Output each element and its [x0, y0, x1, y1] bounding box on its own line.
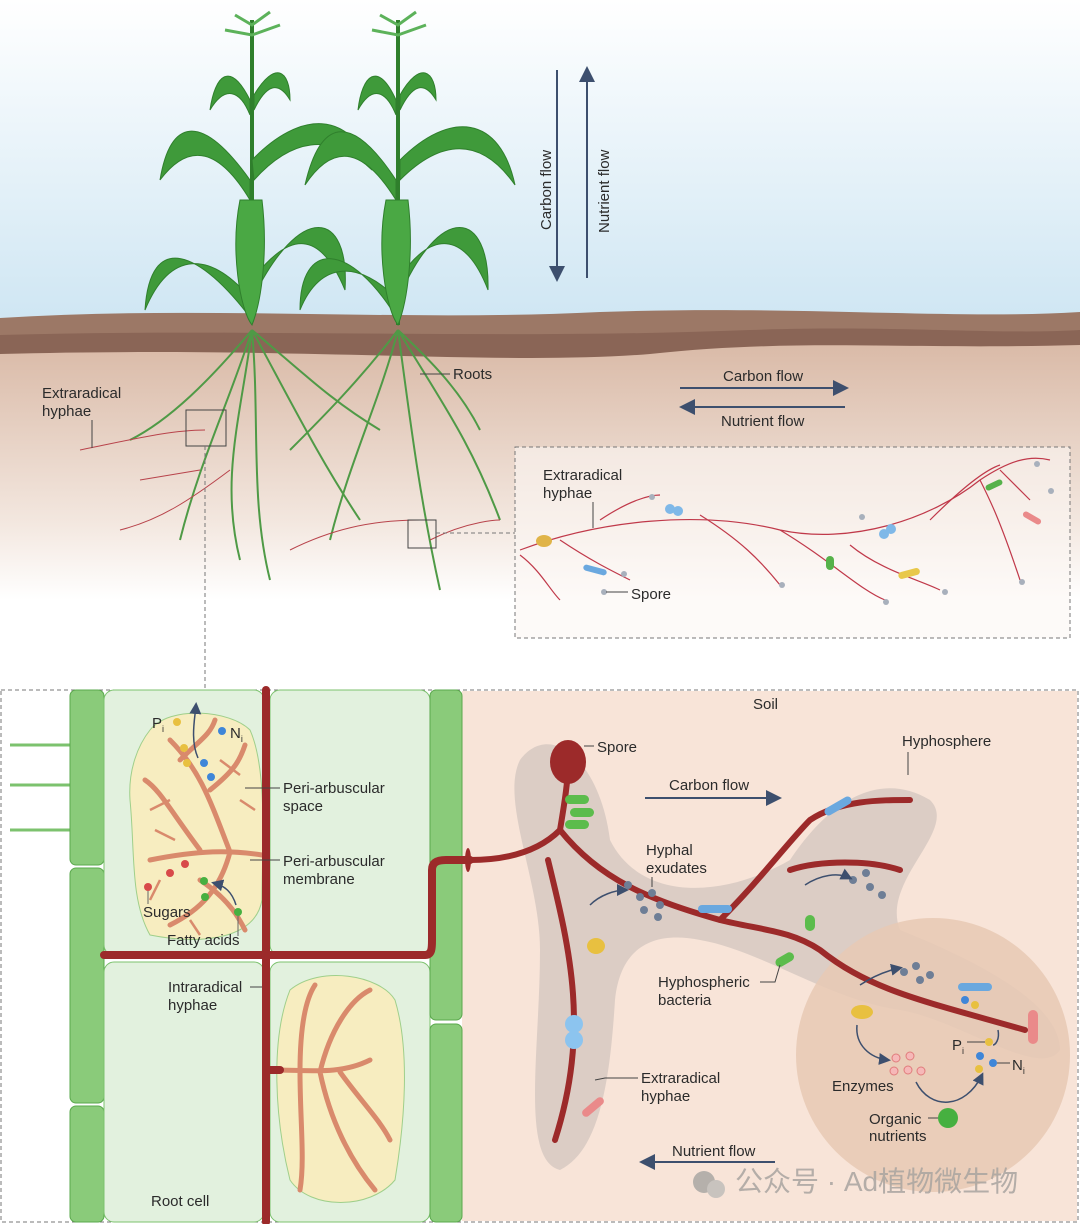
- roots: [129, 329, 501, 591]
- hyphae-inset: [514, 446, 1071, 639]
- organic-nutrients-label: Organic: [869, 1111, 922, 1128]
- zoom-box-root: [185, 409, 227, 447]
- vertical-nutrient-flow-label: Nutrient flow: [596, 149, 613, 233]
- molecules-arbuscule: [144, 702, 242, 936]
- hyphosphere-label: Hyphosphere: [902, 733, 991, 750]
- arbuscule-lower: [269, 975, 405, 1203]
- extraradical-hyphae-label-bottom: Extraradical: [641, 1070, 720, 1087]
- watermark: 公众号 · Ad植物微生物: [693, 1166, 1018, 1198]
- bacteria-and-exudates: [565, 795, 1038, 1128]
- fatty-acids-label: Fatty acids: [167, 932, 240, 949]
- enzyme-zone: [796, 918, 1070, 1192]
- svg-text:membrane: membrane: [283, 871, 355, 888]
- svg-text:hyphae: hyphae: [168, 997, 217, 1014]
- soil-label: Soil: [753, 696, 778, 713]
- svg-text:bacteria: bacteria: [658, 992, 712, 1009]
- process-arrows: [589, 868, 1000, 1103]
- extraradical-hyphae-label: Extraradical hyphae: [42, 385, 125, 420]
- sugars-label: Sugars: [143, 904, 191, 921]
- root-cell-label: Root cell: [151, 1193, 209, 1210]
- hyphospheric-bacteria-label: Hyphospheric: [658, 974, 750, 991]
- svg-text:公众号 · Ad植物微生物: 公众号 · Ad植物微生物: [735, 1166, 1018, 1197]
- svg-text:space: space: [283, 798, 323, 815]
- nutrient-flow-label-bottom: Nutrient flow: [672, 1143, 756, 1160]
- enzymes-label: Enzymes: [832, 1078, 894, 1095]
- vertical-carbon-flow-label: Carbon flow: [538, 150, 555, 230]
- svg-text:nutrients: nutrients: [869, 1128, 927, 1145]
- roots-label: Roots: [453, 366, 492, 383]
- peri-arbuscular-membrane-label: Peri-arbuscular: [283, 853, 385, 870]
- intraradical-hyphae-label: Intraradical: [168, 979, 242, 996]
- p-label: Pi: [152, 715, 164, 734]
- maize-plant-right: [299, 10, 516, 326]
- extraradical-hyphae-top: [79, 429, 501, 551]
- peri-arbuscular-space-label: Peri-arbuscular: [283, 780, 385, 797]
- carbon-flow-label: Carbon flow: [723, 368, 803, 385]
- spore-label: Spore: [597, 739, 637, 756]
- svg-text:exudates: exudates: [646, 860, 707, 877]
- inset-extraradical-label: Extraradical hyphae: [543, 467, 626, 502]
- nutrient-flow-label: Nutrient flow: [721, 413, 805, 430]
- inset-spore-label: Spore: [631, 586, 671, 603]
- pi-label-soil: Pi: [952, 1037, 964, 1056]
- hyphal-exudates-label: Hyphal: [646, 842, 693, 859]
- svg-text:hyphae: hyphae: [641, 1088, 690, 1105]
- n-label: Ni: [230, 725, 243, 744]
- carbon-flow-label-bottom: Carbon flow: [669, 777, 749, 794]
- spore: [550, 740, 586, 784]
- arbuscule-upper: [129, 712, 265, 940]
- zoom-box-hyphae: [407, 519, 437, 549]
- ni-label-soil: Ni: [1012, 1057, 1025, 1076]
- intraradical-hyphae: [100, 686, 474, 1224]
